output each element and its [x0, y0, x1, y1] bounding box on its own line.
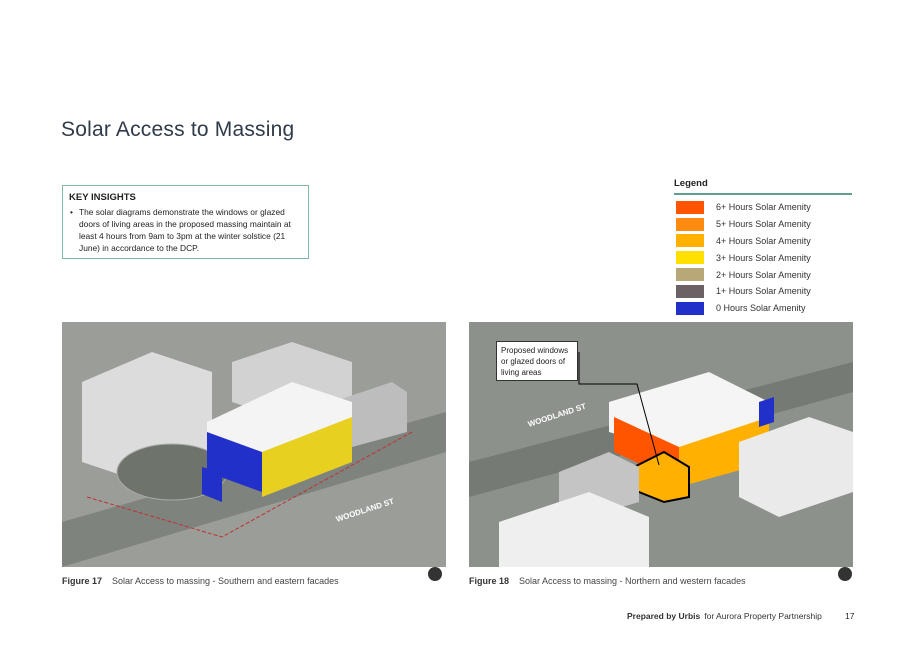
- legend-label: 4+ Hours Solar Amenity: [716, 235, 811, 246]
- legend-item: 2+ Hours Solar Amenity: [674, 266, 852, 283]
- north-arrow-icon: [428, 567, 442, 581]
- legend-swatch: [676, 234, 704, 248]
- figure-17-number: Figure 17: [62, 576, 103, 586]
- legend-swatch: [676, 284, 704, 298]
- legend-item: 5+ Hours Solar Amenity: [674, 216, 852, 233]
- legend: Legend 6+ Hours Solar Amenity 5+ Hours So…: [674, 178, 852, 317]
- key-insights-box: KEY INSIGHTS The solar diagrams demonstr…: [62, 185, 309, 259]
- legend-label: 5+ Hours Solar Amenity: [716, 219, 811, 230]
- figure-18-caption: Figure 18 Solar Access to massing - North…: [469, 576, 746, 586]
- north-arrow-icon: [838, 567, 852, 581]
- legend-item: 3+ Hours Solar Amenity: [674, 249, 852, 266]
- legend-item: 0 Hours Solar Amenity: [674, 300, 852, 317]
- legend-label: 0 Hours Solar Amenity: [716, 303, 806, 314]
- legend-title: Legend: [674, 178, 852, 195]
- legend-item: 4+ Hours Solar Amenity: [674, 233, 852, 250]
- callout-proposed-windows: Proposed windows or glazed doors of livi…: [496, 341, 578, 381]
- legend-label: 2+ Hours Solar Amenity: [716, 269, 811, 280]
- legend-label: 3+ Hours Solar Amenity: [716, 252, 811, 263]
- figure-17-caption: Figure 17 Solar Access to massing - South…: [62, 576, 339, 586]
- legend-swatch: [676, 301, 704, 315]
- legend-label: 1+ Hours Solar Amenity: [716, 286, 811, 297]
- legend-swatch: [676, 200, 704, 214]
- figure-17-image: WOODLAND ST: [62, 322, 446, 567]
- legend-item: 6+ Hours Solar Amenity: [674, 199, 852, 216]
- page-number: 17: [845, 611, 855, 621]
- legend-label: 6+ Hours Solar Amenity: [716, 202, 811, 213]
- figure-18-number: Figure 18: [469, 576, 510, 586]
- page-title: Solar Access to Massing: [61, 118, 295, 141]
- key-insights-text: The solar diagrams demonstrate the windo…: [69, 206, 302, 254]
- figure-18-caption-text: Solar Access to massing - Northern and w…: [519, 576, 746, 586]
- figure-17-caption-text: Solar Access to massing - Southern and e…: [112, 576, 339, 586]
- footer-for: for Aurora Property Partnership: [704, 611, 822, 621]
- legend-swatch: [676, 251, 704, 265]
- key-insights-heading: KEY INSIGHTS: [69, 192, 136, 203]
- legend-swatch: [676, 217, 704, 231]
- legend-swatch: [676, 268, 704, 282]
- legend-item: 1+ Hours Solar Amenity: [674, 283, 852, 300]
- footer-prepared: Prepared by Urbis: [627, 611, 701, 621]
